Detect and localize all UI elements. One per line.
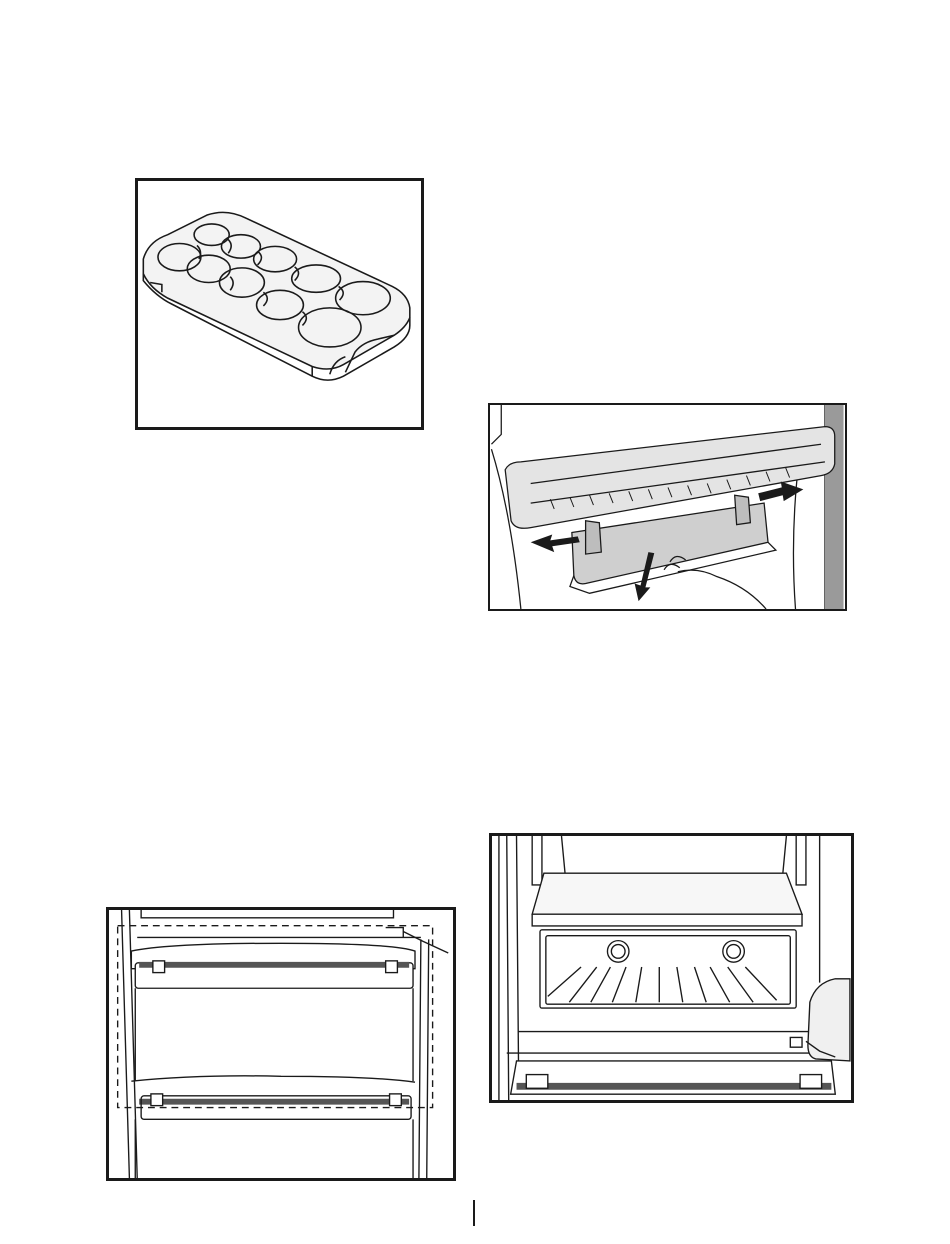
page-divider-mark — [473, 1200, 475, 1226]
freezer-drawers-illustration — [109, 910, 453, 1178]
door-shelf-removal-figure — [488, 403, 847, 611]
egg-tray-figure — [135, 178, 424, 430]
freezer-compartment-illustration — [492, 836, 851, 1100]
freezer-drawers-figure — [106, 907, 456, 1181]
egg-tray-illustration — [138, 181, 421, 427]
door-shelf-removal-illustration — [490, 405, 845, 609]
freezer-compartment-figure — [489, 833, 854, 1103]
